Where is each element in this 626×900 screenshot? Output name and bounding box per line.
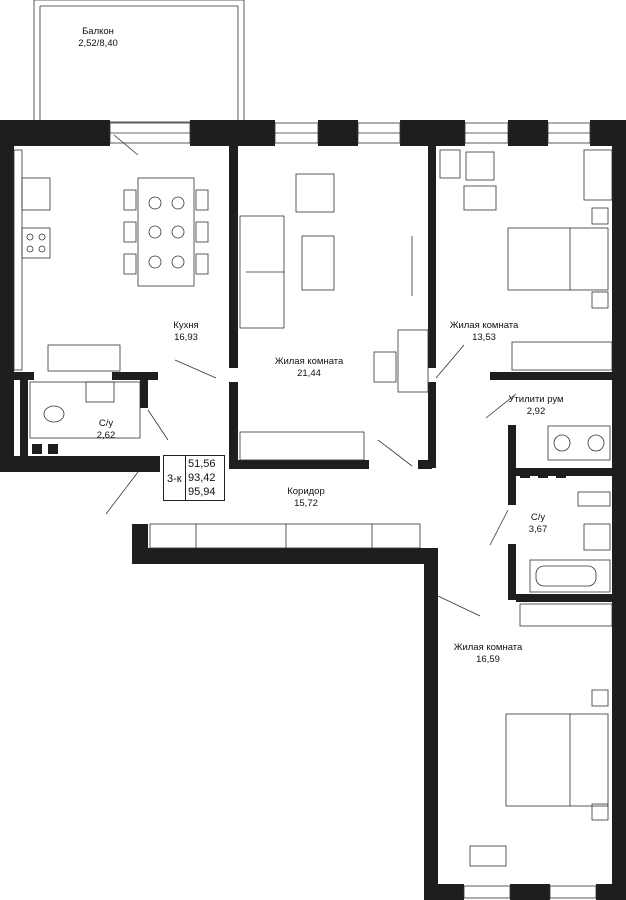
living-furniture bbox=[239, 173, 429, 461]
kitchen-area: 16,93 bbox=[174, 332, 198, 343]
area-with-balcony: 95,94 bbox=[188, 486, 216, 498]
bedroom-bottom-furniture bbox=[469, 603, 613, 867]
bedroom-top-furniture bbox=[439, 149, 613, 371]
summary-divider bbox=[185, 456, 186, 500]
summary-areas: 51,56 93,42 95,94 bbox=[188, 457, 216, 499]
utility-area: 2,92 bbox=[526, 406, 546, 417]
utility-label: Утилити рум 2,92 bbox=[508, 394, 563, 418]
bedroom-bottom-label: Жилая комната 16,59 bbox=[454, 642, 523, 666]
doors bbox=[105, 134, 517, 617]
corridor-wardrobe bbox=[149, 523, 421, 549]
balcony-area: 2,52/8,40 bbox=[78, 38, 118, 49]
corridor-area: 15,72 bbox=[294, 498, 318, 509]
corridor-label: Коридор 15,72 bbox=[287, 486, 325, 510]
exterior-walls bbox=[0, 120, 626, 900]
bathroom-left-fixtures bbox=[29, 381, 141, 454]
bedroom-top-area: 13,53 bbox=[472, 332, 496, 343]
bedroom-bottom-name: Жилая комната bbox=[453, 642, 523, 653]
area-total: 93,42 bbox=[188, 472, 216, 484]
bath-right-area: 3,67 bbox=[528, 524, 548, 535]
corridor-name: Коридор bbox=[287, 486, 325, 497]
utility-name: Утилити рум bbox=[508, 394, 564, 405]
bath-right-label: С/у 3,67 bbox=[529, 512, 548, 536]
kitchen-name: Кухня bbox=[173, 320, 199, 331]
utility-fixtures bbox=[520, 425, 611, 478]
balcony-label: Балкон 2,52/8,40 bbox=[78, 26, 118, 50]
kitchen-label: Кухня 16,93 bbox=[173, 320, 198, 344]
bath-left-label: С/у 2,62 bbox=[97, 418, 116, 442]
bathroom-right-fixtures bbox=[529, 491, 611, 593]
bedroom-top-label: Жилая комната 13,53 bbox=[450, 320, 519, 344]
bedroom-bottom-area: 16,59 bbox=[476, 654, 500, 665]
apartment-summary: 3-к 51,56 93,42 95,94 bbox=[163, 455, 225, 501]
bath-right-name: С/у bbox=[530, 512, 546, 523]
living-main-name: Жилая комната bbox=[274, 356, 344, 367]
living-main-area: 21,44 bbox=[297, 368, 321, 379]
bath-left-name: С/у bbox=[98, 418, 114, 429]
kitchen-furniture bbox=[13, 149, 209, 372]
windows bbox=[109, 122, 597, 899]
apartment-type: 3-к bbox=[167, 473, 182, 485]
living-main-label: Жилая комната 21,44 bbox=[275, 356, 344, 380]
area-living: 51,56 bbox=[188, 458, 216, 470]
bath-left-area: 2,62 bbox=[96, 430, 116, 441]
balcony-outline bbox=[33, 0, 245, 123]
balcony-name: Балкон bbox=[82, 26, 114, 37]
bedroom-top-name: Жилая комната bbox=[449, 320, 519, 331]
